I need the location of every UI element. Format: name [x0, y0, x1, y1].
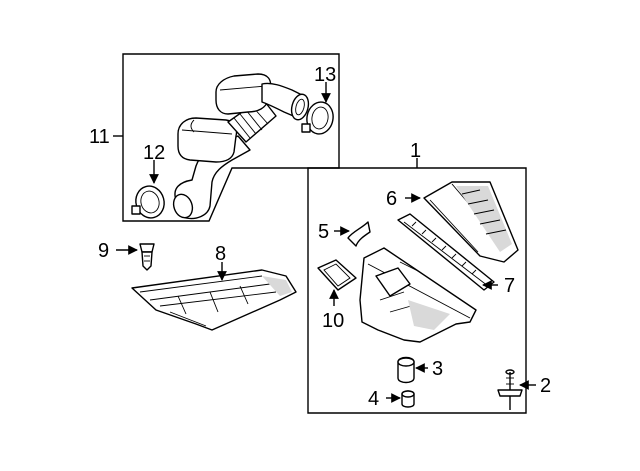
air-cleaner-cover	[423, 181, 519, 263]
grommet-4	[401, 390, 415, 408]
push-clip-9	[139, 243, 155, 271]
air-cleaner-inset	[307, 158, 527, 414]
hose-clamp-12	[131, 185, 165, 219]
bolt-2	[497, 369, 523, 410]
callout-1: 1	[410, 140, 421, 162]
bracket-5	[347, 221, 371, 247]
seal-10	[317, 259, 357, 291]
main-frame	[307, 167, 527, 414]
callout-13: 13	[314, 64, 336, 86]
callout-9: 9	[98, 240, 109, 262]
callout-5: 5	[318, 221, 329, 243]
callout-7: 7	[504, 275, 515, 297]
callout-8: 8	[215, 243, 226, 265]
air-guide-8	[131, 269, 297, 331]
grommet-3	[397, 356, 415, 384]
callout-6: 6	[386, 188, 397, 210]
air-filter-element	[397, 213, 495, 291]
intake-duct-inset	[113, 53, 340, 222]
hose-clamp-13	[301, 101, 334, 135]
inset-frame	[122, 53, 340, 222]
air-cleaner-housing	[359, 247, 477, 343]
callout-4: 4	[368, 388, 379, 410]
callout-12: 12	[143, 142, 165, 164]
callout-11: 11	[89, 126, 110, 148]
callout-3: 3	[432, 358, 443, 380]
callout-10: 10	[322, 310, 344, 332]
intake-tube	[172, 73, 310, 220]
callout-2: 2	[540, 375, 551, 397]
